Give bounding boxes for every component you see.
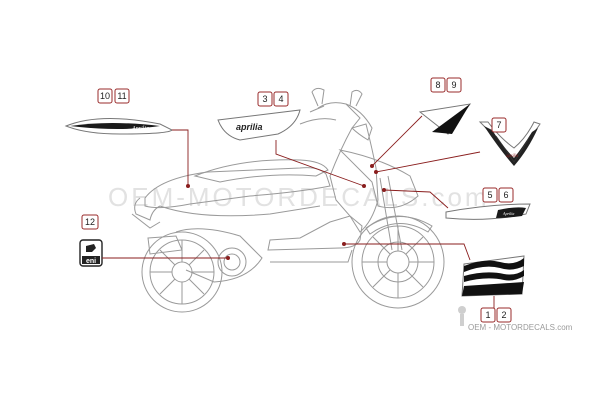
callout-3: 3 xyxy=(257,91,273,107)
callout-5-label: 5 xyxy=(487,190,492,200)
callout-12-label: 12 xyxy=(85,217,95,227)
watermark-footer: OEM - MOTORDECALS.com xyxy=(458,306,573,332)
leader-lines xyxy=(102,115,495,308)
callout-8-label: 8 xyxy=(435,80,440,90)
callout-9-label: 9 xyxy=(451,80,456,90)
callout-11: 11 xyxy=(114,88,130,104)
fuel-logo-text: eni xyxy=(86,258,96,265)
tail-script-text: Aprilia xyxy=(131,126,149,132)
callout-8: 8 xyxy=(430,77,446,93)
decal-side-stripe: Aprilia xyxy=(445,203,531,220)
callout-7-label: 7 xyxy=(496,120,501,130)
callout-2-label: 2 xyxy=(501,310,506,320)
callout-10: 10 xyxy=(97,88,113,104)
callout-4: 4 xyxy=(273,91,289,107)
callout-2: 2 xyxy=(496,307,512,323)
decal-triangle xyxy=(418,103,472,135)
side-script-text: Aprilia xyxy=(502,211,514,216)
watermark-figure-icon xyxy=(458,306,466,314)
callout-6-label: 6 xyxy=(503,190,508,200)
callout-1: 1 xyxy=(480,307,496,323)
callout-5: 5 xyxy=(482,187,498,203)
decal-tail: Aprilia xyxy=(64,118,173,135)
callout-11-label: 11 xyxy=(117,91,126,101)
callout-3-label: 3 xyxy=(262,94,267,104)
decal-front-v: aprilia xyxy=(478,121,541,166)
callout-7: 7 xyxy=(491,117,507,133)
callout-10-label: 10 xyxy=(100,91,110,101)
callout-9: 9 xyxy=(446,77,462,93)
callout-4-label: 4 xyxy=(278,94,283,104)
callout-12: 12 xyxy=(81,214,99,230)
decal-side-logo: aprilia xyxy=(217,109,301,141)
watermark-footer-text: OEM - MOTORDECALS.com xyxy=(468,323,573,332)
decal-stripes-panel xyxy=(461,255,525,297)
front-logo-text: aprilia xyxy=(506,153,519,158)
side-logo-text: aprilia xyxy=(236,122,263,132)
callout-1-label: 1 xyxy=(485,310,490,320)
callout-6: 6 xyxy=(498,187,514,203)
decal-fuel-badge: eni xyxy=(79,239,103,267)
scooter-outline xyxy=(131,87,445,313)
